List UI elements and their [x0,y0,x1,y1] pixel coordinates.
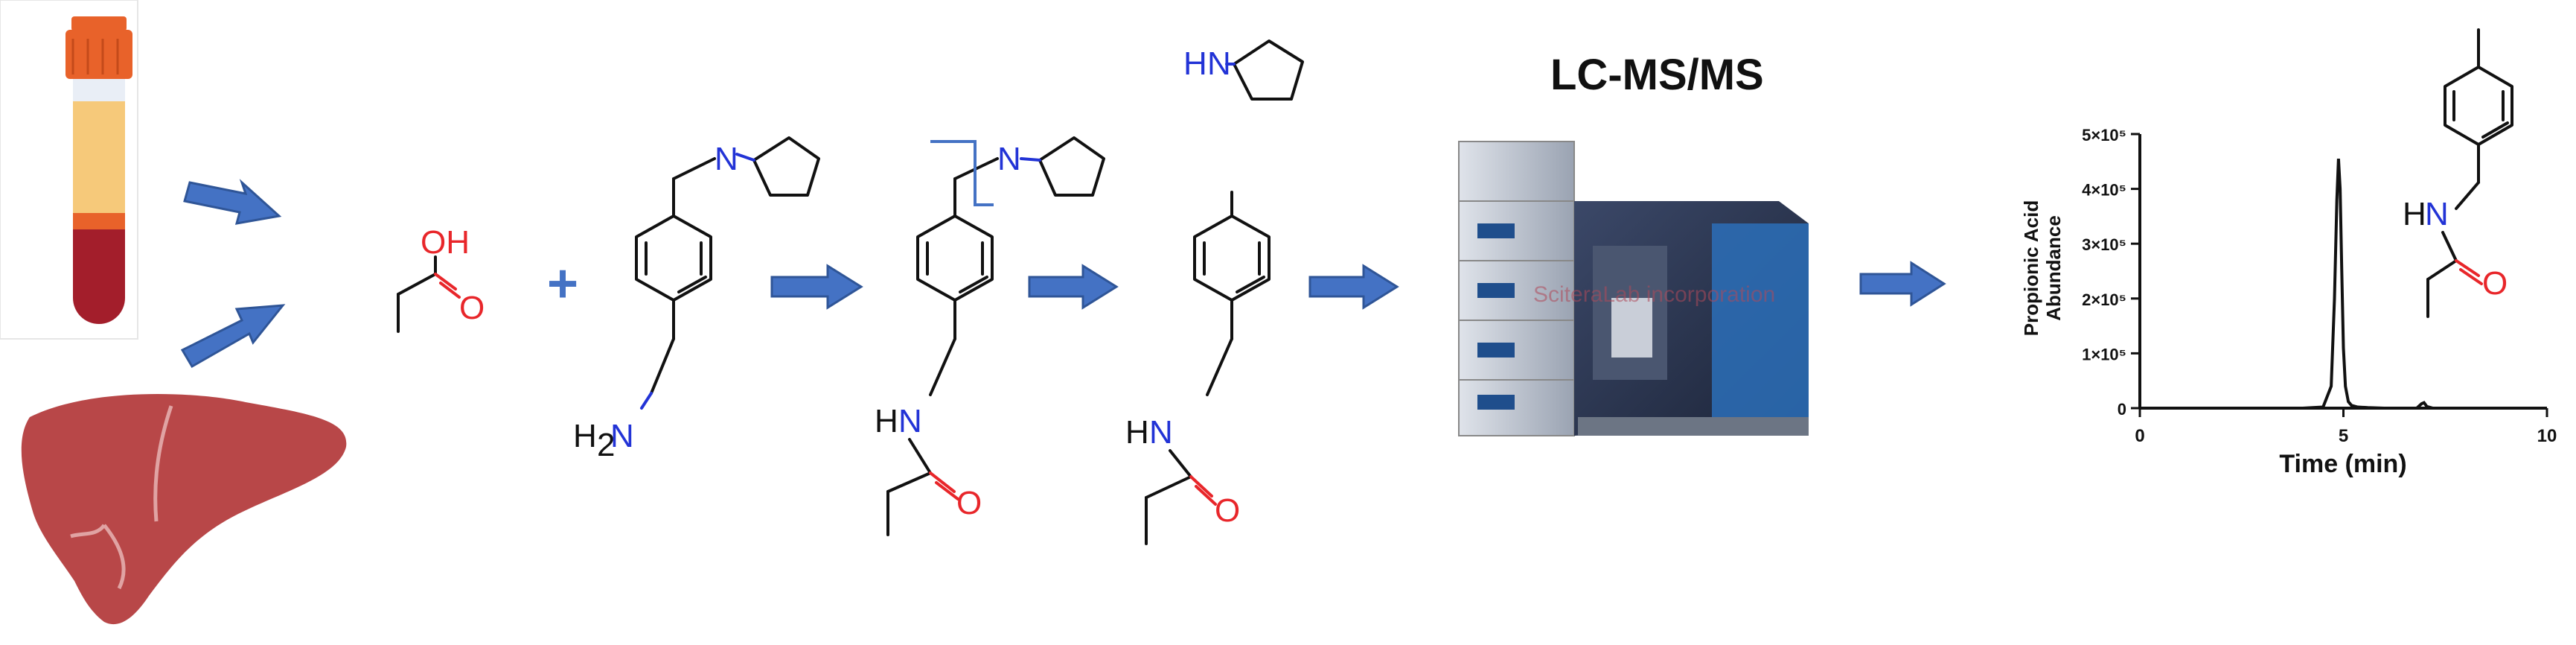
frag-hn-h: H [1125,414,1149,451]
chromatogram-chart: 0 1×10⁵ 2×10⁵ 3×10⁵ 4×10⁵ 5×10⁵ 0 5 10 Time (mi… [2020,126,2557,478]
lc-ms-instrument-icon: SciteraLab incorporation [1458,141,1809,436]
deriv-hn-h: H [875,403,898,439]
deriv-o: O [956,485,982,521]
frag-o: O [1215,492,1240,529]
propionic-acid-structure: OH O [397,224,485,333]
chart-o: O [2482,265,2508,302]
arrow-tube-to-sample [183,179,282,225]
plus-sign: + [547,254,578,314]
product-ion-structure: H N O [1125,191,1271,545]
x-tick-label: 0 [2135,426,2144,446]
acid-oh-o: OH [421,224,470,261]
lcms-title: LC-MS/MS [1550,51,1764,99]
x-tick-label: 5 [2339,426,2348,446]
reagent-nh2-sub: 2 [597,427,615,463]
y-axis-label-group: Propionic Acid Abundance [2020,200,2065,337]
y-tick-label: 3×10⁵ [2082,235,2126,254]
y-tick-label: 1×10⁵ [2082,345,2126,363]
arrow-step-2 [1028,264,1119,310]
y-ticks: 0 1×10⁵ 2×10⁵ 3×10⁵ 4×10⁵ 5×10⁵ [2082,126,2140,419]
chart-hn-n: N [2425,196,2449,232]
deriv-hn-n: N [898,403,922,439]
arrow-step-4 [1859,261,1946,307]
y-tick-label: 2×10⁵ [2082,290,2126,309]
reagent-nh2-h: H [573,418,597,454]
series-line [2176,158,2547,410]
blood-tube-icon [0,0,138,340]
reagent-n: N [715,141,738,177]
arrow-step-1 [770,264,863,310]
liver-icon [21,393,347,625]
y-axis-label-line2: Abundance [2042,215,2065,321]
arrow-liver-to-sample [180,304,286,369]
derivatization-reagent-structure: N H 2 N [573,136,820,463]
reagent-nh2-n: N [610,418,634,454]
x-ticks: 0 5 10 [2135,408,2557,446]
y-tick-label: 0 [2118,400,2126,419]
pyrrolidine-hn-h: H [1183,45,1207,82]
chart-hn-h: H [2403,196,2426,232]
chart-product-structure: H N O [2403,28,2513,318]
x-tick-label: 10 [2537,426,2557,446]
x-axis-label: Time (min) [2279,450,2406,478]
y-axis-label-line1: Propionic Acid [2020,200,2042,337]
acid-carbonyl-o: O [459,290,485,326]
arrow-step-3 [1308,264,1399,310]
pyrrolidine-structure: H N [1183,39,1304,101]
deriv-n: N [997,141,1021,177]
derivatized-acid-structure: N H N O [875,136,1105,536]
y-tick-label: 4×10⁵ [2082,181,2126,200]
watermark: SciteraLab incorporation [1533,282,1775,307]
frag-hn-n: N [1149,414,1173,451]
y-tick-label: 5×10⁵ [2082,126,2126,144]
